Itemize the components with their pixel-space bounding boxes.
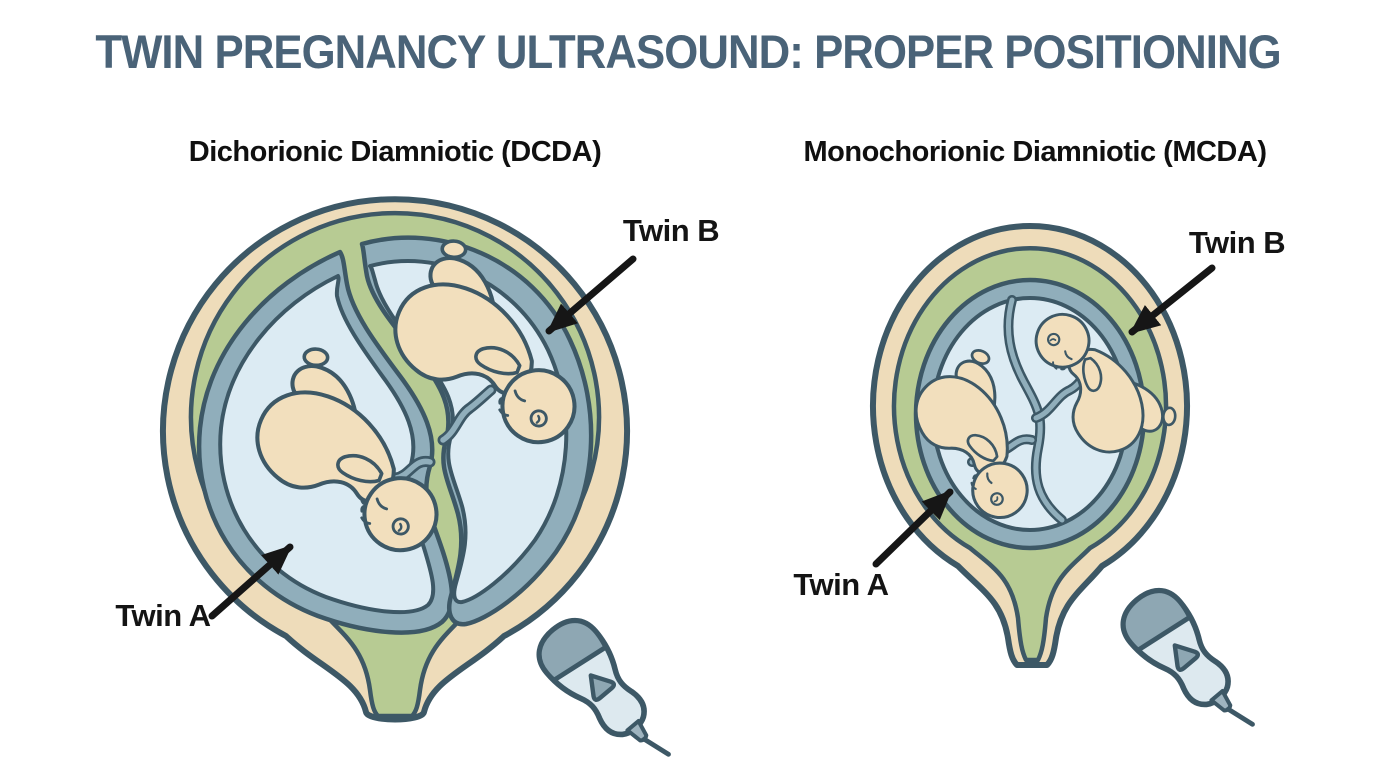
mcda-subtitle: Monochorionic Diamniotic (MCDA)	[803, 136, 1267, 168]
mcda-twin-a-arrow	[872, 488, 954, 568]
dcda-twin-a-label: Twin A	[115, 598, 211, 633]
mcda-twin-a-label: Twin A	[793, 567, 889, 602]
dcda-twin-b-arrow	[545, 255, 637, 335]
dcda-twin-b-label: Twin B	[622, 213, 720, 248]
mcda-twin-b-label: Twin B	[1188, 225, 1286, 260]
dcda-twin-a-arrow	[208, 543, 294, 620]
mcda-twin-b-arrow	[1128, 264, 1216, 336]
mcda-diagram	[870, 223, 1270, 751]
page-title: TWIN PREGNANCY ULTRASOUND: PROPER POSITI…	[95, 25, 1281, 78]
dcda-ultrasound-probe-icon	[528, 610, 686, 768]
mcda-ultrasound-probe-icon	[1112, 580, 1270, 751]
dcda-diagram	[160, 196, 686, 768]
dcda-subtitle: Dichorionic Diamniotic (DCDA)	[188, 136, 602, 168]
dcda-umbilical-cord-b	[437, 384, 497, 446]
